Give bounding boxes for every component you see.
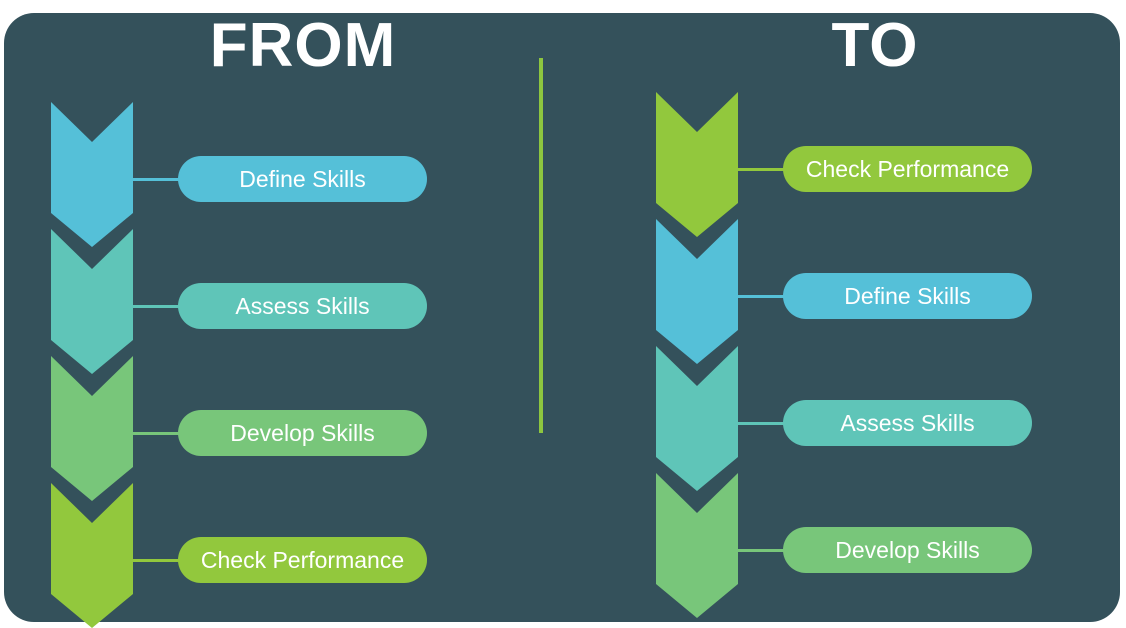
connector-line [131, 559, 179, 562]
chevron-down-icon [51, 356, 133, 501]
connector-line [736, 422, 784, 425]
step-pill: Check Performance [178, 537, 427, 583]
step-row: Assess Skills [656, 346, 1036, 491]
step-row: Develop Skills [51, 356, 431, 501]
step-pill: Define Skills [783, 273, 1032, 319]
connector-line [736, 168, 784, 171]
divider-line [539, 58, 543, 433]
step-row: Develop Skills [656, 473, 1036, 618]
step-pill: Develop Skills [178, 410, 427, 456]
connector-line [736, 295, 784, 298]
step-pill: Assess Skills [783, 400, 1032, 446]
step-row: Assess Skills [51, 229, 431, 374]
step-pill: Check Performance [783, 146, 1032, 192]
step-pill: Assess Skills [178, 283, 427, 329]
chevron-down-icon [51, 102, 133, 247]
connector-line [131, 305, 179, 308]
connector-line [131, 432, 179, 435]
chevron-down-icon [656, 92, 738, 237]
from-title: FROM [209, 11, 397, 80]
chevron-down-icon [51, 483, 133, 628]
step-row: Check Performance [51, 483, 431, 628]
step-pill: Define Skills [178, 156, 427, 202]
chevron-down-icon [656, 473, 738, 618]
to-title: TO [831, 11, 919, 80]
chevron-down-icon [656, 219, 738, 364]
step-row: Define Skills [656, 219, 1036, 364]
chevron-down-icon [51, 229, 133, 374]
chevron-down-icon [656, 346, 738, 491]
connector-line [131, 178, 179, 181]
connector-line [736, 549, 784, 552]
step-pill: Develop Skills [783, 527, 1032, 573]
step-row: Define Skills [51, 102, 431, 247]
step-row: Check Performance [656, 92, 1036, 237]
